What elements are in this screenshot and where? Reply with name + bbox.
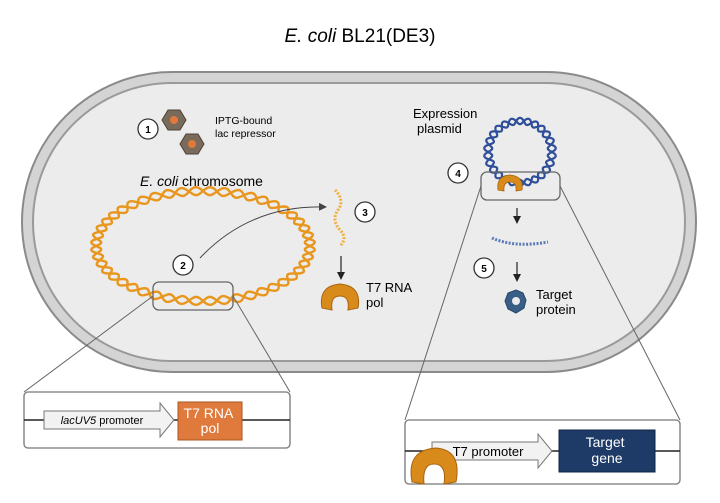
chromosome-label: E. coli chromosome — [140, 173, 263, 189]
lacuv5-promoter-italic: lacUV5 — [61, 415, 97, 427]
step-1-number: 1 — [145, 125, 151, 136]
cell-inner-membrane — [32, 82, 686, 362]
zoom-line-right-b — [559, 185, 681, 421]
t7-promoter-label: T7 promoter — [453, 444, 524, 459]
repressor-label-line1: IPTG-bound — [215, 115, 272, 127]
lacuv5-promoter-arrow — [43, 401, 175, 439]
lacuv5-promoter-label: lacUV5 promoter — [61, 415, 144, 427]
step-4-badge — [447, 162, 469, 184]
chromosome-label-italic: E. coli — [140, 173, 179, 189]
plasmid-bound-pol-icon — [497, 174, 523, 192]
target-gene-label-line2: gene — [591, 450, 622, 466]
title-italic: E. coli — [284, 26, 337, 47]
plasmid-dna-ring — [483, 116, 557, 188]
target-gene-label-line1: Target — [586, 434, 625, 450]
zoom-line-right-a — [404, 185, 482, 421]
protein-label-line1: Target — [536, 287, 573, 302]
transcription-arrow — [199, 202, 327, 259]
target-mrna-icon — [491, 236, 549, 246]
t7-pol-label: T7 RNA pol — [366, 280, 415, 310]
t7-rna-pol-icon — [320, 283, 360, 311]
t7-rna-pol-gene-box — [177, 401, 243, 441]
step-2-badge — [172, 254, 194, 276]
t7-gene-label-line2: pol — [201, 420, 220, 436]
step-3-badge — [354, 201, 376, 223]
repressor-label-line2: lac repressor — [215, 128, 276, 140]
title-rest: BL21(DE3) — [336, 26, 435, 47]
t7-gene-label-line1: T7 RNA — [184, 405, 234, 421]
chromosome-label-rest: chromosome — [178, 173, 263, 189]
plasmid-label: Expression plasmid — [413, 106, 481, 136]
t7-pol-label-line2: pol — [366, 295, 383, 310]
target-protein-icon — [504, 289, 527, 314]
t7-mrna-icon — [333, 188, 346, 248]
target-gene-label: Target gene — [586, 434, 629, 466]
lac-repressor-icon — [161, 109, 205, 155]
diagram-title: E. coli BL21(DE3) — [284, 26, 435, 47]
zoom-line-left-b — [232, 295, 291, 393]
step-4-number: 4 — [455, 169, 461, 180]
repressor-label: IPTG-bound lac repressor — [215, 115, 276, 140]
chromosome-dna-ring — [90, 185, 316, 307]
step-1-badge — [137, 118, 159, 140]
lacuv5-construct: lacUV5 promoter T7 RNA pol — [23, 391, 291, 449]
plasmid-label-line1: Expression — [413, 106, 477, 121]
t7-construct: T7 promoter Target gene — [404, 419, 681, 485]
step-3-number: 3 — [362, 208, 368, 219]
protein-label: Target protein — [536, 287, 576, 317]
t7-construct-pol-icon — [410, 447, 458, 485]
protein-label-line2: protein — [536, 302, 576, 317]
target-gene-box — [558, 429, 656, 473]
t7-rna-pol-gene-label: T7 RNA pol — [184, 405, 237, 436]
lacuv5-promoter-rest: promoter — [96, 415, 143, 427]
step-2-number: 2 — [180, 261, 186, 272]
step-5-number: 5 — [481, 264, 487, 275]
plasmid-label-line2: plasmid — [417, 121, 462, 136]
t7-pol-label-line1: T7 RNA — [366, 280, 413, 295]
step-5-badge — [473, 257, 495, 279]
zoom-line-left-a — [23, 295, 154, 393]
